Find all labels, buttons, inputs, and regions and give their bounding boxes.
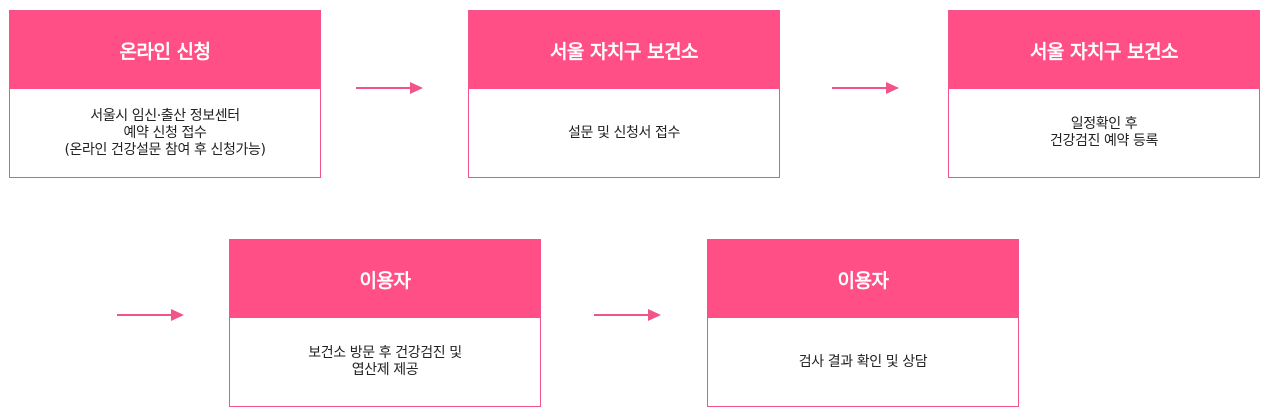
step-4-line-2: 엽산제 제공 (351, 362, 419, 378)
step-1-line-3: (온라인 건강설문 참여 후 신청가능) (64, 141, 266, 158)
arrow-right-icon (832, 81, 900, 95)
step-1-title: 온라인 신청 (10, 11, 320, 89)
arrow-right-icon (117, 308, 185, 322)
step-4-box: 이용자 보건소 방문 후 건강검진 및 엽산제 제공 (229, 239, 541, 407)
step-2-box: 서울 자치구 보건소 설문 및 신청서 접수 (468, 10, 780, 178)
step-1-line-1: 서울시 임신·출산 정보센터 (90, 107, 240, 124)
step-2-title: 서울 자치구 보건소 (469, 11, 779, 89)
arrow-right-icon (356, 81, 424, 95)
step-3-description: 일정확인 후 건강검진 예약 등록 (949, 89, 1259, 177)
step-4-title: 이용자 (230, 240, 540, 318)
step-3-line-2: 건강검진 예약 등록 (1050, 133, 1158, 149)
step-4-description: 보건소 방문 후 건강검진 및 엽산제 제공 (230, 318, 540, 406)
step-3-box: 서울 자치구 보건소 일정확인 후 건강검진 예약 등록 (948, 10, 1260, 178)
step-3-title: 서울 자치구 보건소 (949, 11, 1259, 89)
arrow-right-icon (594, 308, 662, 322)
step-1-line-2: 예약 신청 접수 (123, 124, 207, 141)
step-5-box: 이용자 검사 결과 확인 및 상담 (707, 239, 1019, 407)
step-2-description: 설문 및 신청서 접수 (469, 89, 779, 177)
step-4-line-1: 보건소 방문 후 건강검진 및 (308, 345, 462, 361)
step-3-line-1: 일정확인 후 (1070, 116, 1138, 132)
step-1-description: 서울시 임신·출산 정보센터 예약 신청 접수 (온라인 건강설문 참여 후 신… (10, 89, 320, 177)
step-5-title: 이용자 (708, 240, 1018, 318)
step-2-line-1: 설문 및 신청서 접수 (568, 124, 680, 141)
step-5-line-1: 검사 결과 확인 및 상담 (798, 353, 928, 370)
step-5-description: 검사 결과 확인 및 상담 (708, 318, 1018, 406)
step-1-box: 온라인 신청 서울시 임신·출산 정보센터 예약 신청 접수 (온라인 건강설문… (9, 10, 321, 178)
